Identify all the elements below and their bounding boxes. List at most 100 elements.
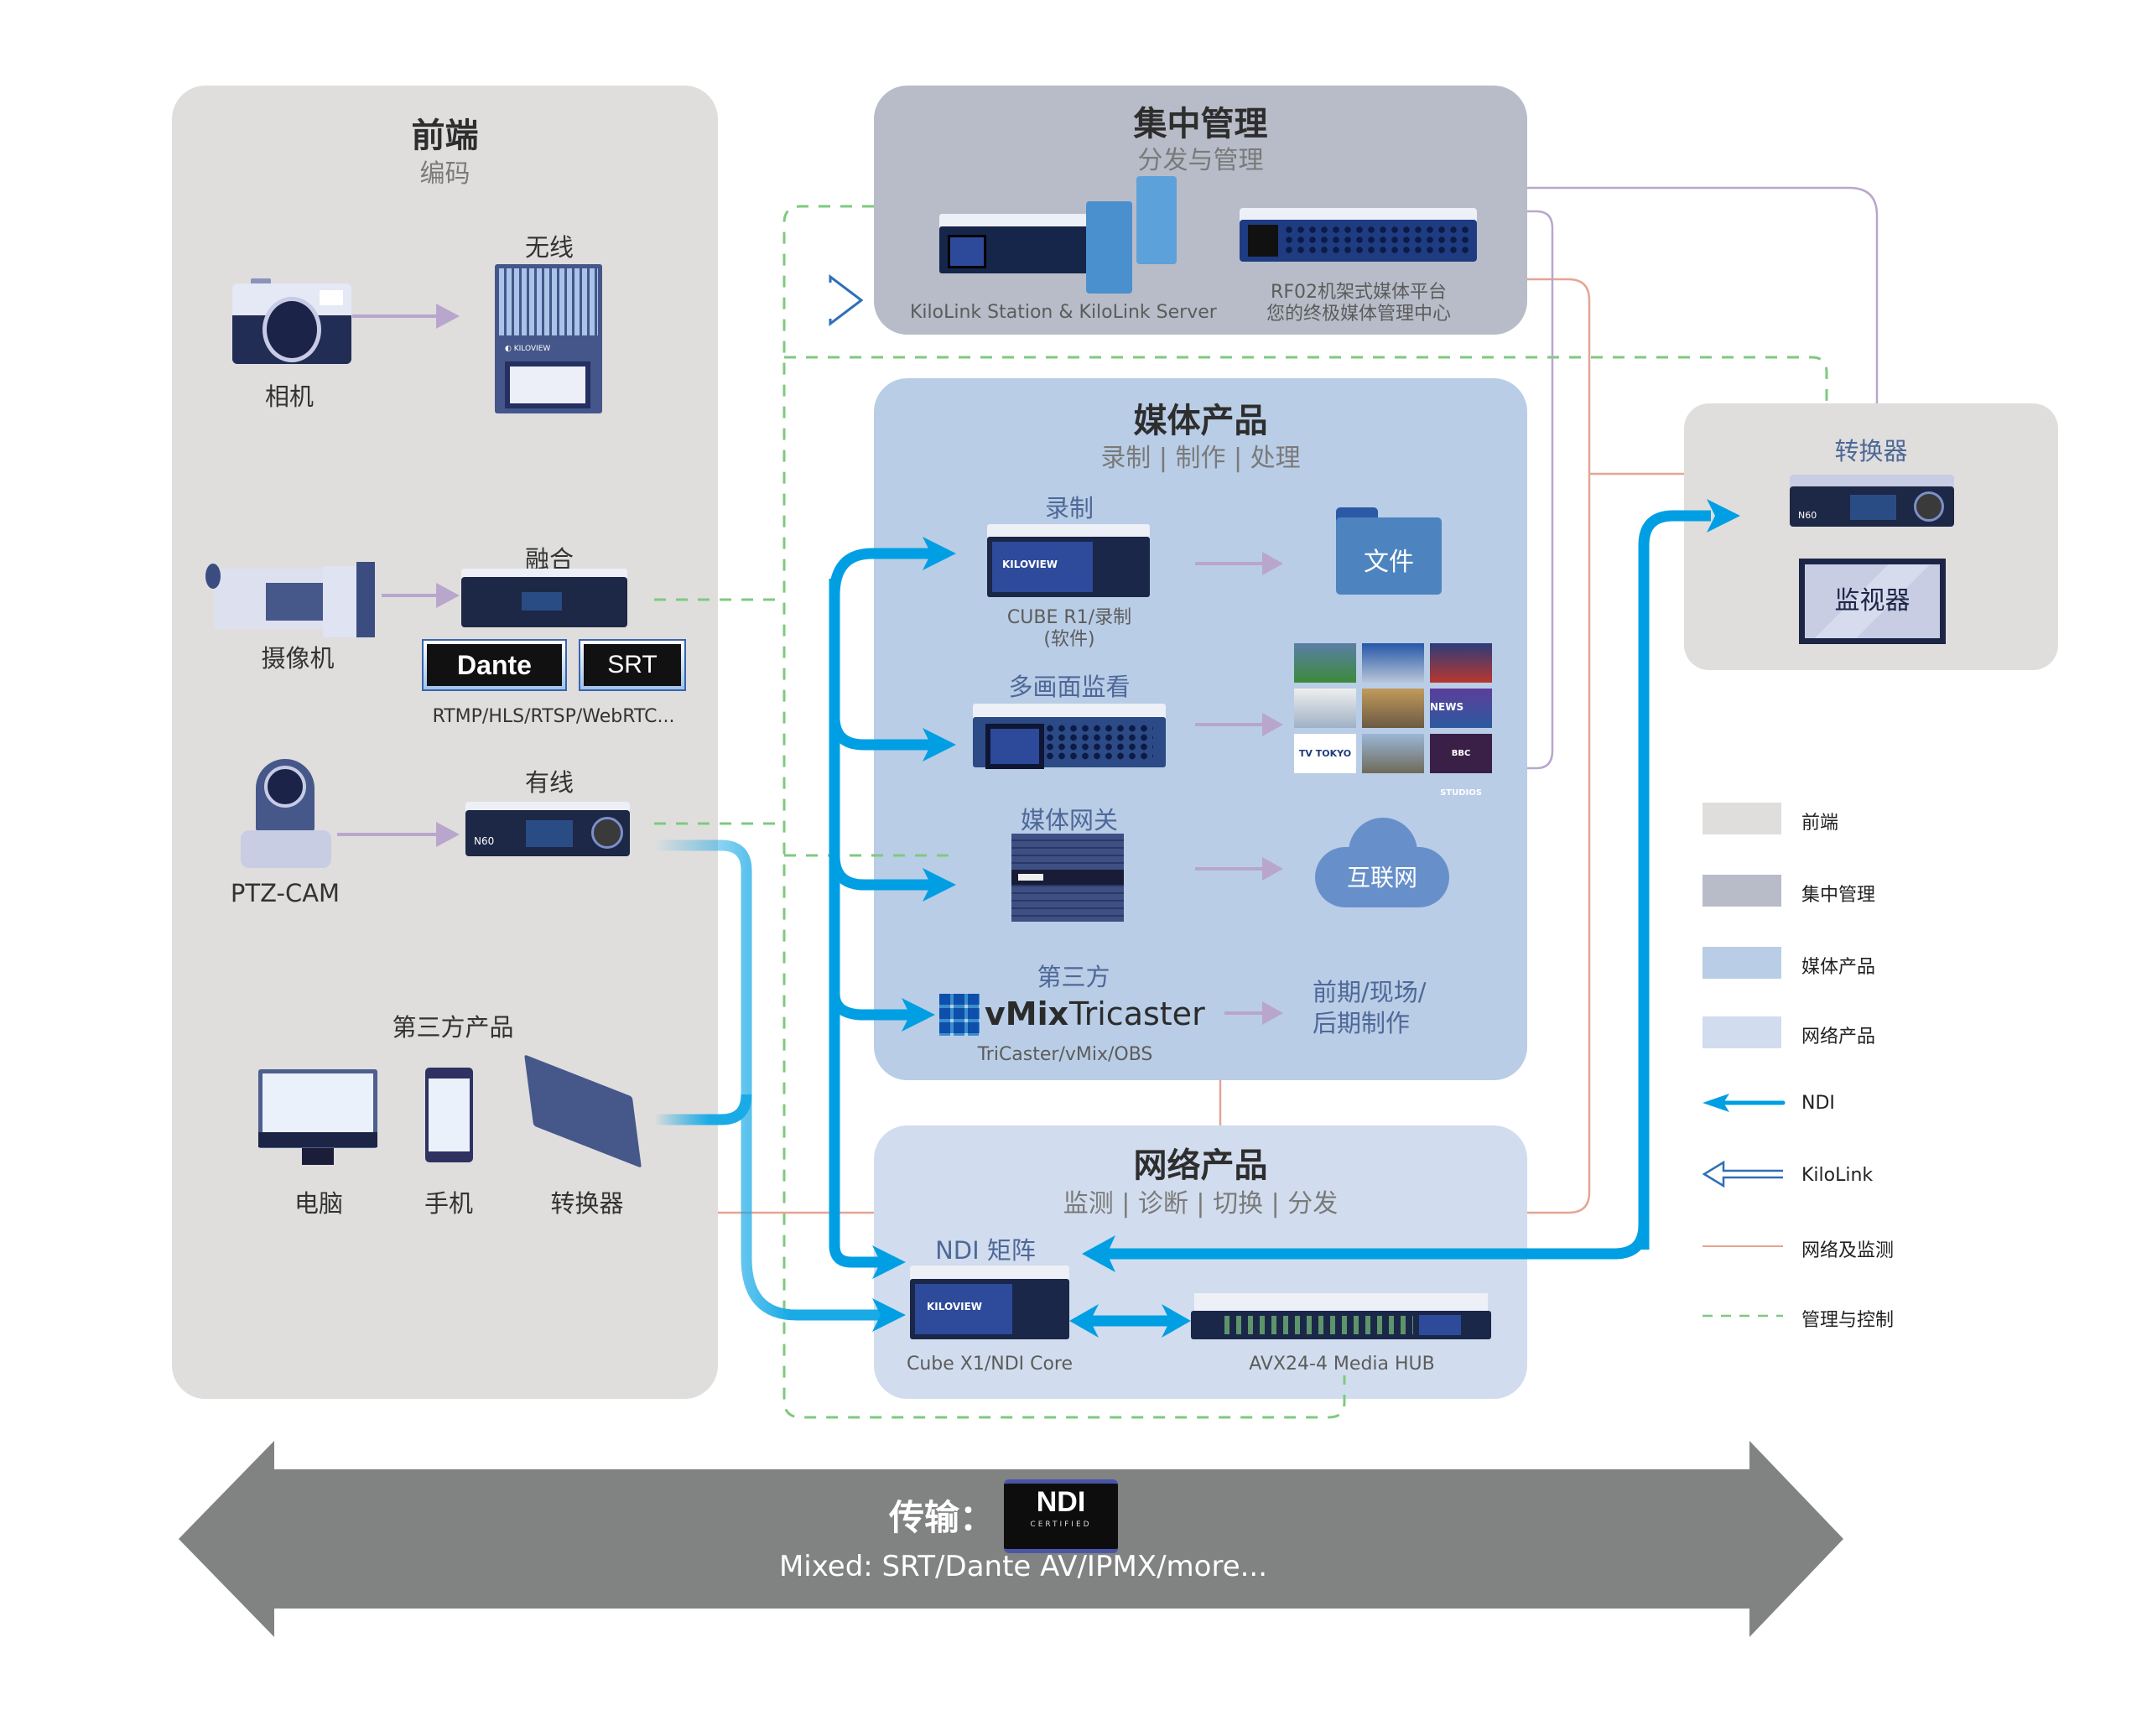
multiview-device xyxy=(973,717,1166,769)
arrowhead-vmix xyxy=(902,998,935,1032)
ndi-line-converter xyxy=(1638,510,1711,1250)
central-management-panel: 集中管理 分发与管理 xyxy=(874,86,1527,335)
rf02-caption-line2: 您的终极媒体管理中心 xyxy=(1266,304,1451,325)
cube-x1-ndi-core-device: KILOVIEW xyxy=(910,1279,1069,1339)
front-converter-label: 转换器 xyxy=(550,1189,624,1218)
flow-camera-to-wireless xyxy=(352,304,460,329)
cube-r1-caption-software: (软件) xyxy=(1043,629,1095,650)
camera-icon xyxy=(232,278,351,366)
media-products-subtitle: 录制 | 制作 | 处理 xyxy=(1100,444,1301,473)
arrowhead-gateway xyxy=(923,868,956,902)
kiloview-logo: KILOVIEW xyxy=(1002,559,1058,570)
transport-protocols: Mixed: SRT/Dante AV/IPMX/more... xyxy=(778,1550,1268,1583)
transport-label: 传输： xyxy=(889,1497,996,1538)
front-end-subtitle: 编码 xyxy=(419,159,470,189)
avx24-caption: AVX24-4 Media HUB xyxy=(1249,1354,1435,1375)
flow-multiview-to-thumbs xyxy=(1195,713,1283,736)
purple-line-converter xyxy=(1527,186,1879,403)
rf02-platform-device xyxy=(1240,220,1477,262)
flow-camcorder-to-fusion xyxy=(382,583,460,608)
gateway-label: 媒体网关 xyxy=(1020,806,1118,834)
flow-ptz-to-wired xyxy=(337,822,460,847)
third-party-media-label: 第三方 xyxy=(1037,963,1110,991)
cube-r1-caption: CUBE R1/录制 xyxy=(1006,607,1132,628)
mgmt-line-top xyxy=(784,356,1828,403)
kilolink-arrow xyxy=(625,273,864,327)
arrowhead-record xyxy=(923,537,956,570)
legend-mgmt-dashed-icon xyxy=(1703,1314,1783,1318)
legend-ndi-arrow-icon xyxy=(1703,1094,1786,1112)
file-label: 文件 xyxy=(1364,548,1414,577)
ndi-arrowheads xyxy=(872,499,1740,1338)
ndi-trunk xyxy=(829,579,881,1268)
n60-brand: N60 xyxy=(474,835,495,847)
ndi-certified-badge: NDI CERTIFIED xyxy=(1004,1479,1118,1553)
thumbnail-satellite xyxy=(1362,643,1424,683)
mgmt-line-outer xyxy=(782,205,1346,1419)
central-management-title: 集中管理 xyxy=(1133,105,1268,143)
thumbnail-headset-person xyxy=(1294,689,1356,728)
thumbnail-bbc-studios: BBC STUDIOS xyxy=(1430,734,1492,798)
arrowhead-matrix-2 xyxy=(872,1298,906,1332)
third-party-title: 第三方产品 xyxy=(392,1013,514,1042)
wired-label: 有线 xyxy=(524,768,574,797)
ptz-cam-label: PTZ-CAM xyxy=(230,879,341,907)
cube-r1-recorder-device: KILOVIEW xyxy=(987,537,1150,597)
monitor-label: 监视器 xyxy=(1805,564,1940,638)
thumbnail-news-studio xyxy=(1430,643,1492,683)
srt-logo: SRT xyxy=(579,639,686,691)
arrowhead-hub-right xyxy=(1162,1304,1191,1338)
camera-label: 相机 xyxy=(264,382,314,411)
legend-label-network-monitor: 网络及监测 xyxy=(1801,1240,1895,1261)
legend-label-front: 前端 xyxy=(1801,813,1839,834)
fusion-encoder-device xyxy=(461,577,627,627)
wireless-encoder-device: ◐ KILOVIEW xyxy=(495,264,602,413)
purple-line-multiview xyxy=(1527,210,1554,770)
ptz-camera-icon xyxy=(241,759,331,870)
vmix-grid-icon xyxy=(939,994,980,1036)
legend-label-network: 网络产品 xyxy=(1801,1027,1876,1047)
flow-gateway-to-internet xyxy=(1195,857,1283,881)
media-products-title: 媒体产品 xyxy=(1133,402,1268,440)
production-label-line2: 后期制作 xyxy=(1313,1009,1411,1037)
legend-swatch-media xyxy=(1703,947,1781,979)
legend-label-mgmt-control: 管理与控制 xyxy=(1801,1310,1895,1331)
camcorder-icon xyxy=(205,554,382,637)
flow-arrows xyxy=(337,304,1283,1025)
protocols-caption: RTMP/HLS/RTSP/WebRTC... xyxy=(432,706,675,727)
flow-vmix-to-production xyxy=(1224,1001,1283,1025)
phone-label: 手机 xyxy=(424,1189,473,1218)
camcorder-label: 摄像机 xyxy=(261,644,335,673)
internet-cloud-icon: 互联网 xyxy=(1315,818,1449,910)
avx24-media-hub-device xyxy=(1191,1311,1491,1339)
thumbnail-tv-tokyo: TV TOKYO xyxy=(1294,734,1356,773)
kiloview-logo: ◐ KILOVIEW xyxy=(505,345,551,353)
phone-icon xyxy=(425,1068,473,1162)
central-management-subtitle: 分发与管理 xyxy=(1137,146,1264,175)
net-line-mgmt xyxy=(1527,278,1591,1214)
dante-logo: Dante xyxy=(422,639,567,691)
thumbnail-race-cars xyxy=(1362,689,1424,728)
pc-label: 电脑 xyxy=(294,1189,343,1218)
arrowhead-matrix-1 xyxy=(872,1245,906,1279)
thumbnail-football xyxy=(1294,643,1356,683)
legend-swatch-mgmt xyxy=(1703,875,1781,907)
media-products-panel: 媒体产品 录制 | 制作 | 处理 xyxy=(874,378,1527,1080)
legend-kilolink-arrow-icon xyxy=(1703,1160,1783,1188)
legend-swatch-front xyxy=(1703,803,1781,834)
arrowhead-hub-left xyxy=(1069,1304,1099,1338)
media-gateway-device xyxy=(1011,834,1124,922)
converter-title: 转换器 xyxy=(1834,437,1908,465)
fusion-label: 融合 xyxy=(524,545,574,574)
legend-label-mgmt: 集中管理 xyxy=(1801,885,1876,906)
management-control-lines xyxy=(654,205,1828,1419)
flow-record-to-file xyxy=(1195,552,1283,575)
ndi-branch-multiview xyxy=(829,716,931,751)
arrowhead-converter xyxy=(1707,499,1740,533)
pc-icon xyxy=(258,1069,377,1166)
production-label-line1: 前期/现场/ xyxy=(1313,978,1427,1006)
internet-label: 互联网 xyxy=(1346,864,1417,891)
cube-x1-caption: Cube X1/NDI Core xyxy=(906,1354,1074,1375)
